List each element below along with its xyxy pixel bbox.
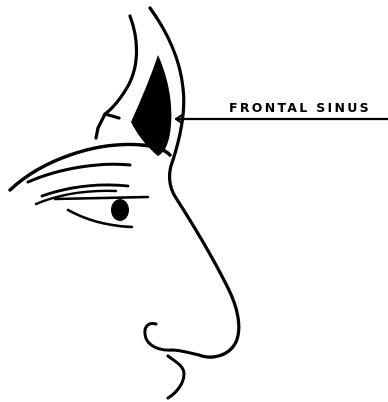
frontal-sinus-label: FRONTAL SINUS <box>229 100 371 115</box>
label-pointer <box>176 115 388 123</box>
frontal-bone-outline <box>96 8 184 160</box>
eyebrow <box>10 144 170 204</box>
frontal-sinus-cavity <box>131 55 171 156</box>
face-profile <box>170 160 239 357</box>
eye <box>55 197 148 227</box>
nose <box>145 323 199 398</box>
eye-pupil <box>111 199 129 221</box>
